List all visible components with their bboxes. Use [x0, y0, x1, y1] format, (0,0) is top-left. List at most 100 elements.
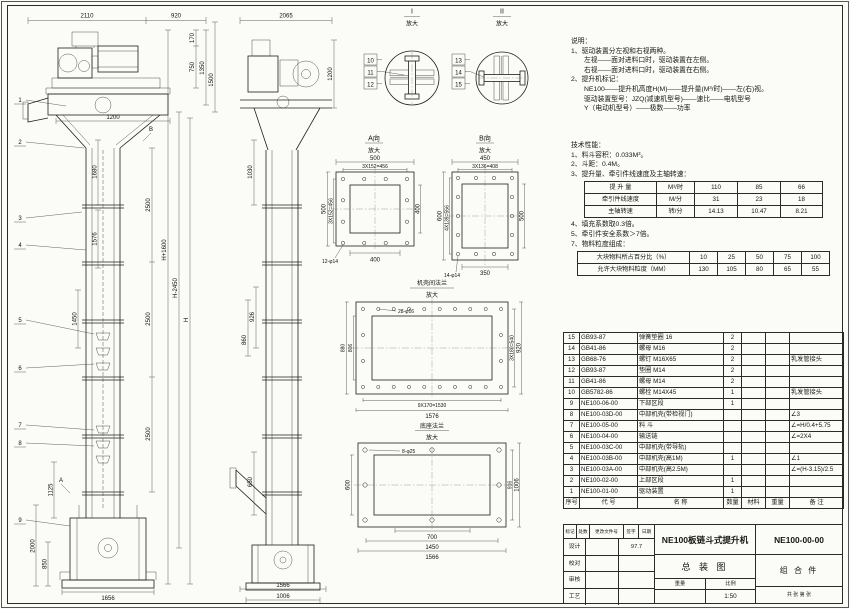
detail-2-name: II: [500, 9, 504, 16]
note-line: 右视——面对进料口时，驱动装置在右侧。: [584, 66, 714, 74]
base-flange-916: 916: [508, 481, 514, 490]
table-row: 允许大块物料粒度（MM） 130 105 80 65 55: [577, 263, 830, 277]
svg-text:9: 9: [18, 518, 22, 524]
dim-1350-label: 1350: [200, 61, 206, 75]
svg-text:3: 3: [18, 216, 22, 222]
casing-flange-880: 880: [341, 344, 347, 353]
detail-2-balloons: 13 14 15: [451, 53, 485, 90]
revision-header: 标记 处数 更改文件号 签字 日期: [564, 525, 654, 539]
right-panel: 说明： 1、驱动装置分左视和右视两种。 左视——面对进料口时，驱动装置在左侧。 …: [563, 5, 844, 605]
tech-line: 1、料斗容积：0.033M³。: [571, 151, 648, 159]
svg-text:6: 6: [18, 366, 22, 372]
dim-2000-label: 2000: [31, 539, 37, 553]
bom-header-row: 序号 代 号 名 称 数量 材料 重量 备 注: [563, 497, 844, 509]
base-flange-mag: 放大: [426, 434, 438, 442]
dim-750-label: 750: [190, 61, 196, 72]
side-dimensions: 2065 1200 1030 926 860 650 1566 1006: [239, 14, 337, 603]
casing-flange-holes-label: 28-φ16: [398, 309, 414, 315]
detail-view-1: I 放大 10 11 12: [363, 9, 440, 106]
note-line: Y（电动机型号）——极数——功率: [584, 105, 691, 113]
title-block-right: NE100-00-00 组 合 件 共 张 第 张: [756, 525, 842, 603]
table-row: 提 升 量 M³/时 110 85 66: [584, 181, 823, 195]
front-drive-unit: [45, 31, 171, 95]
view-a-mag: 放大: [368, 147, 380, 155]
dim-1125-label: 1125: [49, 483, 55, 497]
scale-grid: 重量 比例 1:50: [655, 579, 756, 603]
drawing-number: NE100-00-00: [756, 525, 842, 555]
notes-title: 说明：: [571, 38, 592, 45]
table-row: 牵引件线速度 M/分 31 23 18: [584, 193, 823, 207]
view-a-height: 500: [322, 203, 328, 214]
side-boot-section: [245, 544, 321, 591]
dim-h-plus-label: H+1600: [162, 239, 168, 261]
dim-2110-label: 2110: [81, 14, 95, 20]
detail-1-name: I: [411, 9, 413, 16]
note-line: 左视——面对进料口时，驱动装置在左侧。: [584, 57, 714, 65]
view-b-open-height: 500: [520, 210, 526, 221]
base-flange-detail: 底座法兰 放大 8-φ25 600 916 1006 700 1450: [346, 422, 521, 561]
balloon-13: 13: [455, 59, 462, 65]
dim-2500-b-label: 2500: [146, 312, 152, 326]
sign-row-process: 工艺: [564, 588, 654, 605]
dim-h-minus-label: H-2450: [173, 278, 179, 298]
casing-flange-name: 机壳间法兰: [417, 279, 447, 287]
view-a-width: 500: [370, 156, 381, 162]
dim-1500-label: 1500: [209, 73, 215, 87]
svg-text:1: 1: [18, 98, 22, 104]
table-row: 大块物料所占百分比（%） 10 25 50 75 100: [577, 251, 830, 265]
base-flange-1566: 1566: [425, 555, 439, 561]
front-view: 2110 920 170 750 1350 1500 1200 1680 157…: [14, 14, 218, 602]
base-flange-600: 600: [346, 479, 352, 490]
scale-value: 1:50: [706, 590, 756, 603]
balloon-9: 9: [14, 518, 71, 527]
base-flange-700: 700: [427, 535, 438, 541]
dim-1006-label: 1006: [276, 594, 290, 600]
sign-row-audit: 审核: [564, 572, 654, 589]
base-flange-holes: [362, 447, 502, 523]
casing-flange-920: 920: [517, 342, 523, 353]
balloon-15: 15: [455, 83, 462, 89]
notes-section: 说明： 1、驱动装置分左视和右视两种。 左视——面对进料口时，驱动装置在左侧。 …: [571, 37, 839, 114]
view-b-bolt-holes: [456, 176, 514, 256]
balloon-11: 11: [367, 71, 374, 77]
balloon-6: 6: [14, 363, 95, 373]
casing-flange-1530: 9X170=1530: [418, 403, 447, 409]
tech-section: 技术性能： 1、料斗容积：0.033M³。 2、斗距：0.4M。 3、提升量、牵…: [571, 141, 841, 277]
dim-1450-label: 1450: [73, 312, 79, 326]
table-row: 主轴转速 转/分 14.13 10.47 8.21: [584, 205, 823, 219]
dim-1566-label: 1566: [276, 583, 290, 589]
view-b-holes-label: 14-φ14: [444, 273, 460, 279]
title-block-center: NE100板链斗式提升机 总 装 图 重量 比例 1:50: [654, 525, 756, 603]
weight-label: 重量: [655, 579, 706, 590]
dim-2065-label: 2065: [279, 14, 293, 20]
svg-text:7: 7: [18, 423, 22, 429]
particle-size-table: 大块物料所占百分比（%） 10 25 50 75 100 允许大块物料粒度（MM…: [577, 251, 830, 277]
side-head-section: [253, 95, 321, 151]
front-casing: [82, 148, 124, 518]
view-b-bolt-height: 4X139=556: [445, 205, 451, 231]
svg-text:5: 5: [18, 318, 22, 324]
svg-text:2: 2: [18, 140, 22, 146]
casing-flange-detail: 机壳间法兰 放大 28-φ16 880 806 3X180=540 920: [341, 279, 523, 420]
dim-1576-label: 1576: [93, 232, 99, 246]
base-flange-holes-label: 8-φ25: [402, 449, 415, 455]
tech-line: 5、牵引件安全系数＞7倍。: [571, 230, 654, 238]
view-a-bolt-holes: [341, 177, 409, 245]
